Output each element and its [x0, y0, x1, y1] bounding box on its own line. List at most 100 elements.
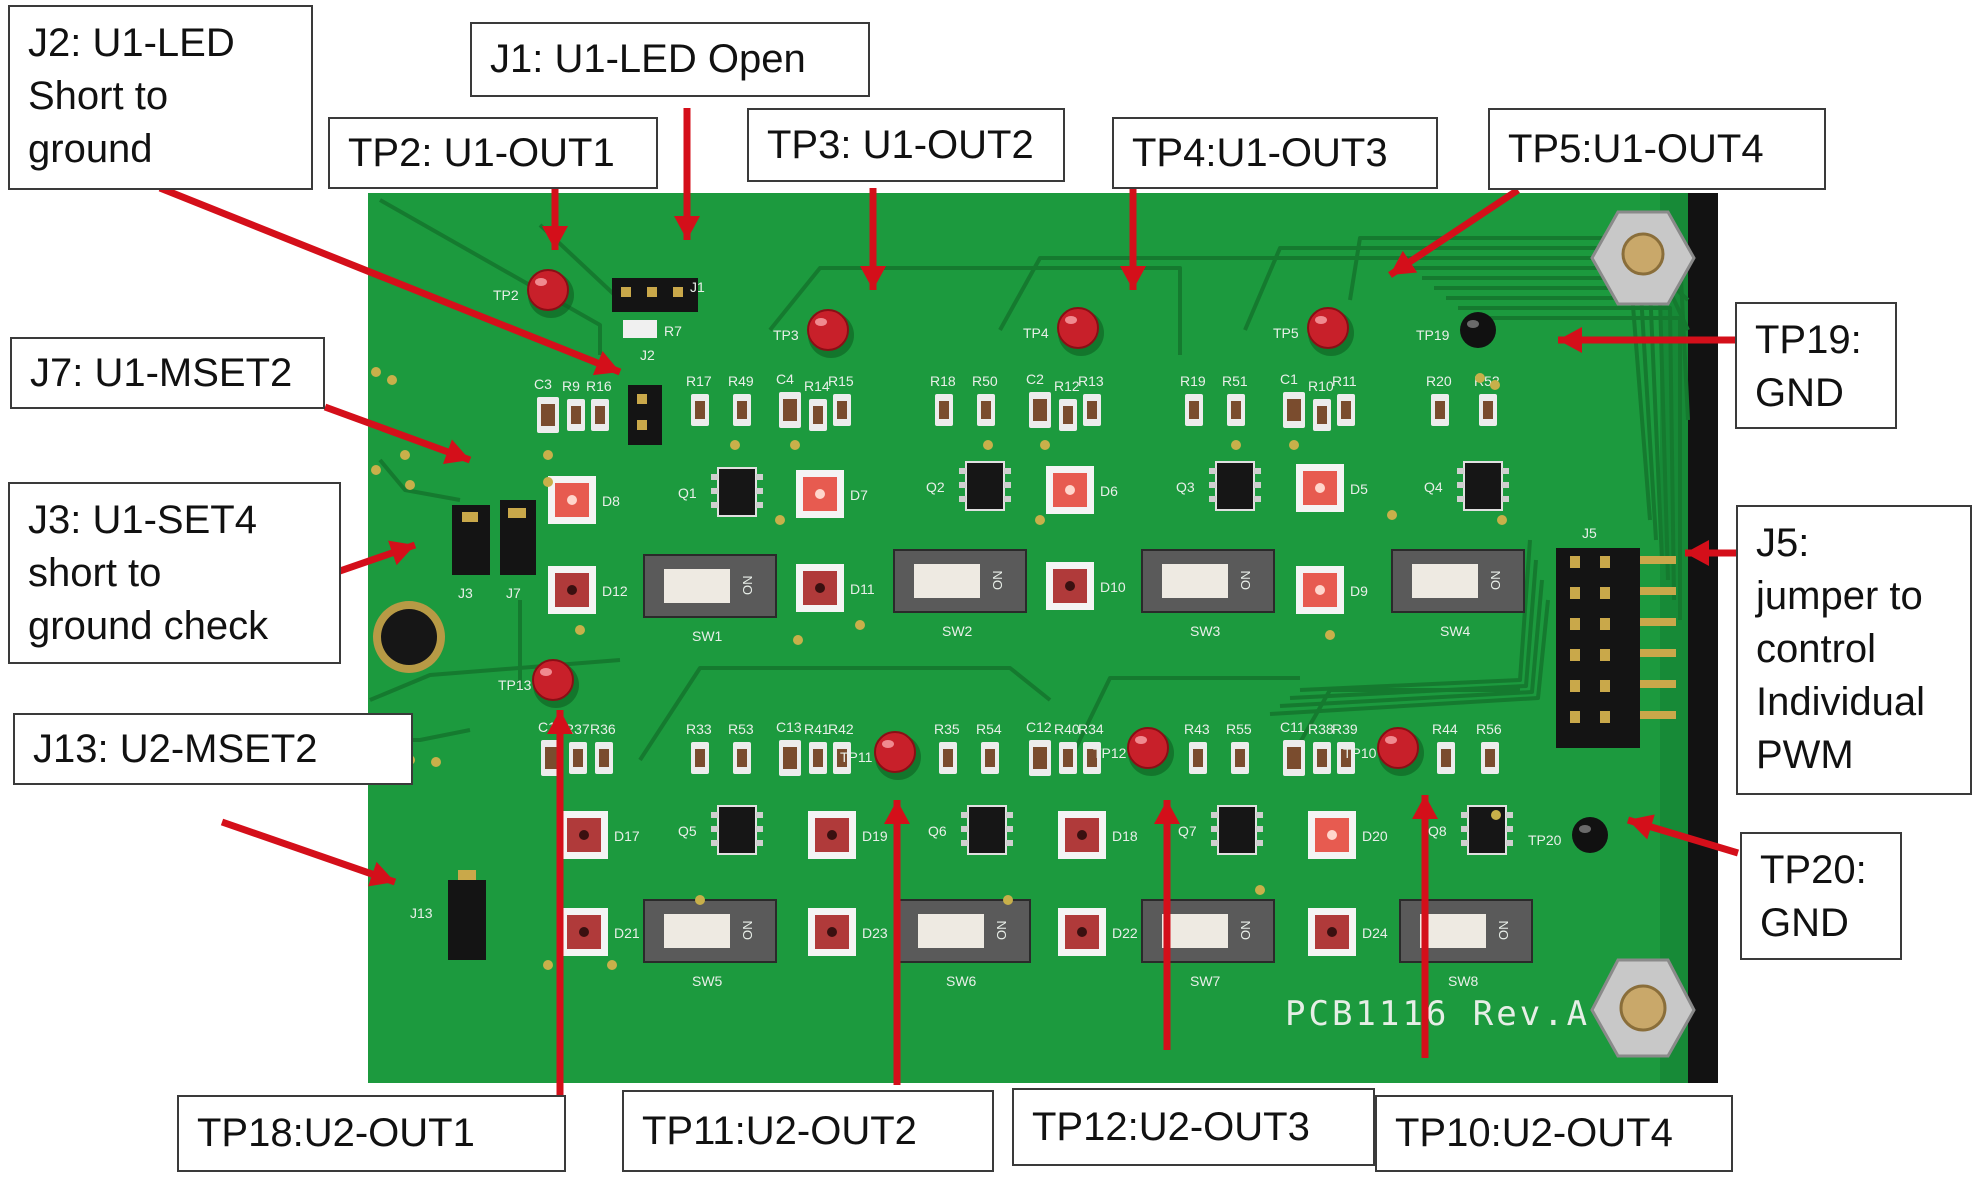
smd-body: [1287, 399, 1301, 421]
smd-body: [1435, 401, 1445, 419]
header-label: J1: [690, 279, 705, 295]
led-die: [827, 927, 837, 937]
led-die: [1077, 830, 1087, 840]
transistor-pin: [961, 826, 968, 832]
smd-body: [1033, 399, 1047, 421]
j1-arrow-head: [674, 216, 700, 240]
header-pin: [637, 420, 647, 430]
standoff-screw: [1619, 984, 1667, 1032]
transistor-pin: [1461, 840, 1468, 846]
part-label: R16: [586, 378, 612, 394]
callout-j2: J2: U1-LED Short to ground: [8, 5, 313, 190]
callout-tp20: TP20: GND: [1740, 832, 1902, 960]
smd-body: [1033, 747, 1047, 769]
header-pin: [637, 394, 647, 404]
led-die: [815, 489, 825, 499]
header-pin: [1600, 649, 1610, 661]
smd-body: [1341, 749, 1351, 767]
part-label: C1: [1280, 371, 1298, 387]
part-label: R35: [934, 721, 960, 737]
smd-body: [1087, 401, 1097, 419]
part-label: R33: [686, 721, 712, 737]
transistor-pin: [1004, 496, 1011, 502]
switch-on-mark: ON: [740, 921, 755, 941]
led-label: D8: [602, 493, 620, 509]
smd-body: [1485, 749, 1495, 767]
transistor-pin: [1209, 496, 1216, 502]
via-pad: [400, 450, 410, 460]
transistor-pin: [1457, 482, 1464, 488]
transistor-label: Q7: [1178, 823, 1197, 839]
part-label: R44: [1432, 721, 1458, 737]
switch-label: SW1: [692, 628, 723, 644]
header-j5: [1556, 548, 1640, 748]
via-pad: [543, 477, 553, 487]
led-die: [567, 585, 577, 595]
j3-arrow-head: [388, 540, 415, 566]
via-pad: [1475, 373, 1485, 383]
test-point-highlight: [1315, 316, 1327, 324]
copper-trace: [1458, 306, 1676, 601]
gnd-test-point: [1572, 817, 1608, 853]
smd-body: [981, 401, 991, 419]
header-pin: [1640, 711, 1676, 719]
part-label: R53: [728, 721, 754, 737]
via-pad: [1387, 510, 1397, 520]
switch-label: SW5: [692, 973, 723, 989]
transistor-pin: [1502, 482, 1509, 488]
transistor-pin: [1457, 468, 1464, 474]
transistor-pin: [711, 474, 718, 480]
header-label: J7: [506, 585, 521, 601]
led-die: [1065, 485, 1075, 495]
header-pin: [1570, 556, 1580, 568]
transistor-pin: [1006, 826, 1013, 832]
via-pad: [371, 367, 381, 377]
gnd-test-point-highlight: [1467, 320, 1479, 328]
led-die: [1327, 927, 1337, 937]
switch-label: SW2: [942, 623, 973, 639]
smd-body: [1063, 406, 1073, 424]
header-pin: [1640, 649, 1676, 657]
callout-j5: J5: jumper to control Individual PWM: [1736, 505, 1972, 795]
via-pad: [1497, 515, 1507, 525]
callout-tp19: TP19: GND: [1735, 302, 1897, 429]
slide-switch-knob: [914, 564, 980, 598]
header-pin: [673, 287, 683, 297]
via-pad: [775, 515, 785, 525]
tp18-arrow-head: [547, 710, 573, 734]
switch-on-mark: ON: [1496, 921, 1511, 941]
transistor-package: [1463, 461, 1503, 511]
callout-j3: J3: U1-SET4 short to ground check: [8, 482, 341, 664]
transistor-pin: [756, 474, 763, 480]
led-label: D12: [602, 583, 628, 599]
j2-arrow: [158, 184, 622, 376]
copper-trace: [379, 198, 602, 355]
smd-body: [573, 749, 583, 767]
callout-tp3: TP3: U1-OUT2: [747, 108, 1065, 182]
transistor-package: [1217, 805, 1257, 855]
part-label: R39: [1332, 721, 1358, 737]
via-pad: [790, 440, 800, 450]
header-label: J2: [640, 347, 655, 363]
header-label: J3: [458, 585, 473, 601]
part-label: R55: [1226, 721, 1252, 737]
part-label: R13: [1078, 373, 1104, 389]
copper-trace: [768, 266, 1182, 355]
via-pad: [793, 635, 803, 645]
smd-body: [943, 749, 953, 767]
switch-on-mark: ON: [1488, 571, 1503, 591]
switch-label: SW7: [1190, 973, 1221, 989]
callout-tp2: TP2: U1-OUT1: [328, 117, 658, 189]
led-label: D7: [850, 487, 868, 503]
header-pin: [1640, 556, 1676, 564]
led-die: [1327, 830, 1337, 840]
transistor-pin: [711, 488, 718, 494]
switch-label: SW6: [946, 973, 977, 989]
part-label: R34: [1078, 721, 1104, 737]
transistor-pin: [959, 496, 966, 502]
copper-trace: [1288, 688, 1520, 761]
test-point: [532, 659, 574, 701]
callout-j13: J13: U2-MSET2: [13, 713, 413, 785]
transistor-pin: [1254, 468, 1261, 474]
